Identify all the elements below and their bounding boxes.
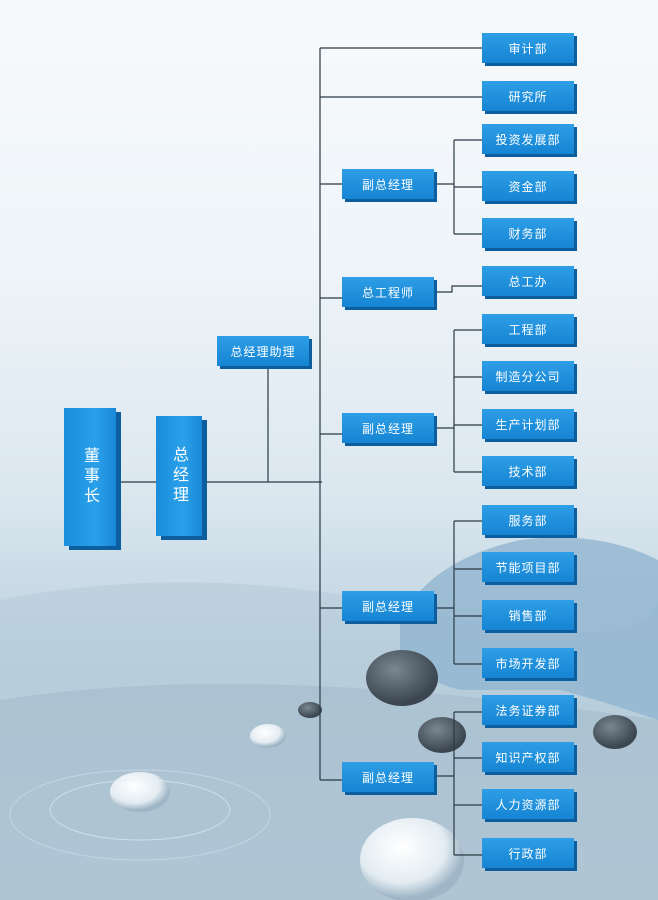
node-audit: 审计部 — [482, 33, 574, 63]
node-investment-dev: 投资发展部 — [482, 124, 574, 154]
node-general-manager: 总经理 — [156, 416, 202, 536]
node-chairman: 董事长 — [64, 408, 116, 546]
node-market-dev: 市场开发部 — [482, 648, 574, 678]
node-vp-2: 副总经理 — [342, 413, 434, 443]
node-gm-assistant: 总经理助理 — [217, 336, 309, 366]
node-technology: 技术部 — [482, 456, 574, 486]
node-energy-saving: 节能项目部 — [482, 552, 574, 582]
node-vp-1: 副总经理 — [342, 169, 434, 199]
node-finance: 财务部 — [482, 218, 574, 248]
node-research: 研究所 — [482, 81, 574, 111]
node-vp-4: 副总经理 — [342, 762, 434, 792]
node-production-plan: 生产计划部 — [482, 409, 574, 439]
node-service: 服务部 — [482, 505, 574, 535]
node-legal-securities: 法务证券部 — [482, 695, 574, 725]
node-sales: 销售部 — [482, 600, 574, 630]
node-manufacturing: 制造分公司 — [482, 361, 574, 391]
node-chief-eng-office: 总工办 — [482, 266, 574, 296]
node-funds: 资金部 — [482, 171, 574, 201]
node-engineering: 工程部 — [482, 314, 574, 344]
node-hr: 人力资源部 — [482, 789, 574, 819]
node-chief-engineer: 总工程师 — [342, 277, 434, 307]
node-ip: 知识产权部 — [482, 742, 574, 772]
node-vp-3: 副总经理 — [342, 591, 434, 621]
node-admin: 行政部 — [482, 838, 574, 868]
